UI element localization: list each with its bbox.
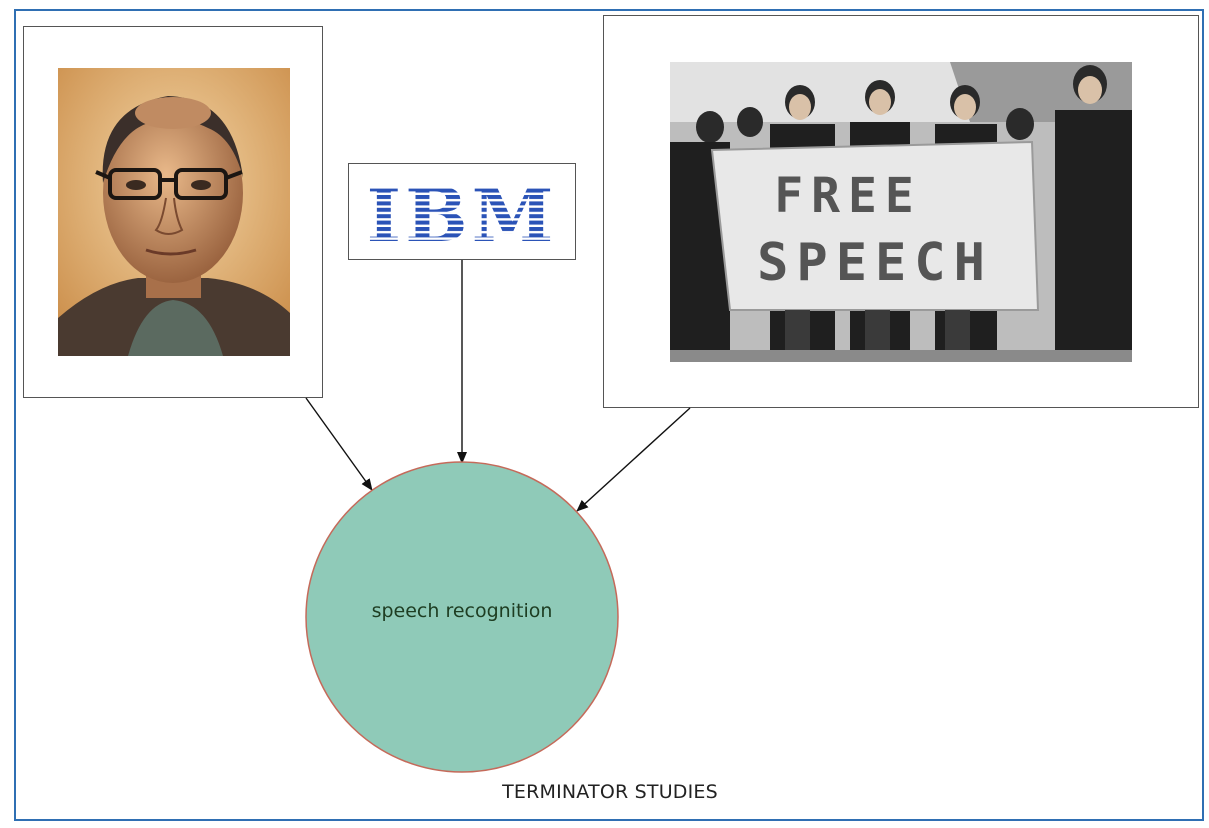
ibm-logo-icon: IBM [366,173,557,259]
edge-protest-to-speech [576,407,691,512]
svg-text:IBM: IBM [366,173,557,259]
ibm-logo-node: IBM [348,163,576,260]
diagram-caption: TERMINATOR STUDIES [502,781,718,803]
edge-portrait-to-speech [305,397,373,491]
speech-recognition-node [305,461,619,773]
protest-photo-icon: FREE SPEECH [670,62,1132,362]
protest-photo-node: FREE SPEECH [603,15,1199,408]
portrait-photo-icon [58,68,290,356]
svg-text:SPEECH: SPEECH [757,233,993,293]
speech-recognition-label: speech recognition [371,600,553,622]
portrait-node [23,26,323,398]
svg-text:FREE: FREE [774,168,922,224]
